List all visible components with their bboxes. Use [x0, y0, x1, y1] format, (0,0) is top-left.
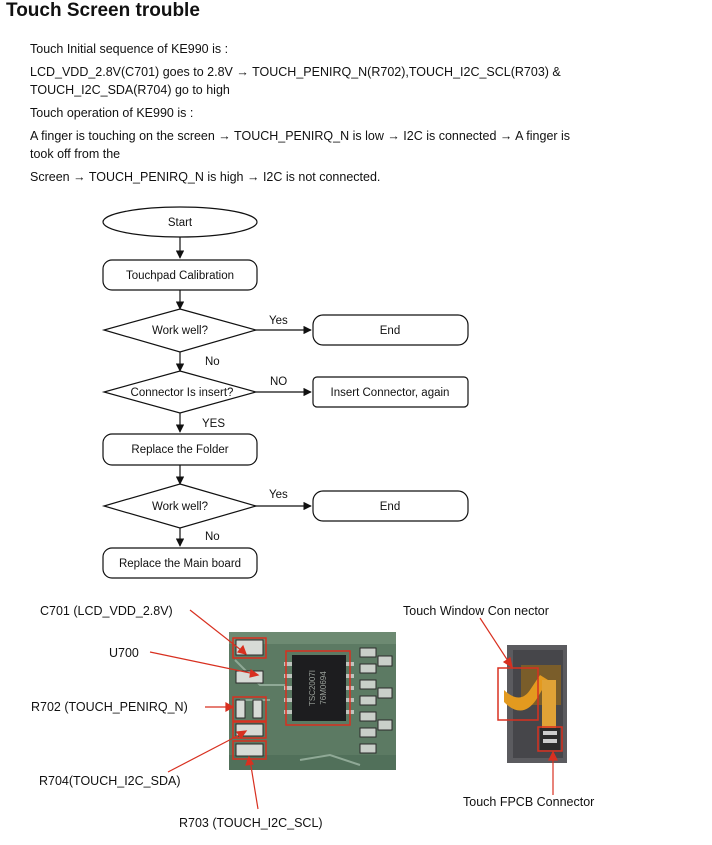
yes-label-1: Yes	[269, 315, 288, 327]
paragraph-7: Screen → TOUCH_PENIRQ_N is high → I2C is…	[30, 170, 381, 184]
yes-label-2: YES	[202, 418, 225, 430]
pad	[359, 727, 377, 738]
r703-label: R703 (TOUCH_I2C_SCL)	[179, 816, 323, 830]
paragraph-5: A finger is touching on the screen → TOU…	[30, 129, 571, 143]
r704-highlight	[232, 721, 267, 739]
paragraph-6: took off from the	[30, 147, 121, 161]
connector-label: Connector Is insert?	[131, 387, 234, 399]
insert-connector-box	[312, 376, 469, 408]
paragraph-1: Touch Initial sequence of KE990 is :	[30, 42, 229, 56]
pad	[359, 679, 377, 690]
flex-cable	[504, 675, 548, 711]
pcb-photo: 76M0694 TSC2007I	[149, 609, 567, 810]
paragraph-4: Touch operation of KE990 is :	[30, 106, 194, 120]
touch-fpcb-connector-highlight	[537, 726, 563, 752]
replace-folder-box	[102, 433, 258, 466]
r702-component	[235, 699, 246, 719]
r704-label: R704(TOUCH_I2C_SDA)	[39, 774, 181, 788]
calibration-label: Touchpad Calibration	[126, 270, 234, 282]
replace-main-box	[102, 547, 258, 579]
pad	[359, 647, 377, 658]
paragraph-3: TOUCH_I2C_SDA(R704) go to high	[30, 83, 230, 97]
work-well-decision-1	[101, 308, 259, 353]
r703-callout	[249, 759, 259, 810]
c701-callout	[189, 609, 247, 655]
touch-window-connector-label: Touch Window Con nector	[403, 604, 549, 618]
pad	[377, 655, 393, 667]
pad	[377, 719, 393, 731]
replace-folder-label: Replace the Folder	[131, 444, 228, 456]
component	[252, 699, 263, 719]
yes-label-3: Yes	[269, 489, 288, 501]
pad	[359, 663, 377, 674]
no-label-3: No	[205, 531, 220, 543]
touch-window-callout	[479, 617, 511, 665]
replace-main-label: Replace the Main board	[119, 558, 241, 570]
page-title: Touch Screen trouble	[6, 0, 200, 21]
paragraph-2: LCD_VDD_2.8V(C701) goes to 2.8V → TOUCH_…	[30, 65, 561, 79]
end-label-2: End	[380, 501, 400, 513]
pad	[359, 695, 377, 706]
u700-label: U700	[109, 646, 139, 660]
start-terminal	[102, 206, 258, 238]
u700-highlight	[285, 650, 351, 726]
chip-marking-2: TSC2007I	[308, 670, 317, 706]
work-well-decision-2	[101, 483, 259, 529]
touch-window-connector-highlight	[497, 667, 539, 721]
u700-chip	[292, 655, 346, 721]
pad	[359, 711, 377, 722]
r702-label: R702 (TOUCH_PENIRQ_N)	[31, 700, 188, 714]
end-box-1	[312, 314, 469, 346]
end-label-1: End	[380, 325, 400, 337]
r702-highlight	[232, 696, 267, 722]
u700-callout	[149, 651, 256, 675]
work-well-label-1: Work well?	[152, 325, 208, 337]
connector-decision	[101, 370, 259, 414]
calibration-box	[102, 259, 258, 291]
r703-component	[235, 743, 264, 757]
work-well-label-2: Work well?	[152, 501, 208, 513]
no-label-2: NO	[270, 376, 287, 388]
touch-fpcb-connector-label: Touch FPCB Connector	[463, 795, 595, 809]
pad	[377, 687, 393, 699]
r704-callout	[167, 732, 244, 773]
chip-marking-1: 76M0694	[319, 671, 328, 705]
end-box-2	[312, 490, 469, 522]
c701-highlight	[232, 637, 267, 659]
c701-label: C701 (LCD_VDD_2.8V)	[40, 604, 173, 618]
insert-connector-label: Insert Connector, again	[331, 387, 450, 399]
start-label: Start	[168, 217, 193, 229]
pad	[359, 743, 377, 754]
no-label-1: No	[205, 356, 220, 368]
flowchart: Start Touchpad Calibration Work well? En…	[101, 206, 469, 579]
